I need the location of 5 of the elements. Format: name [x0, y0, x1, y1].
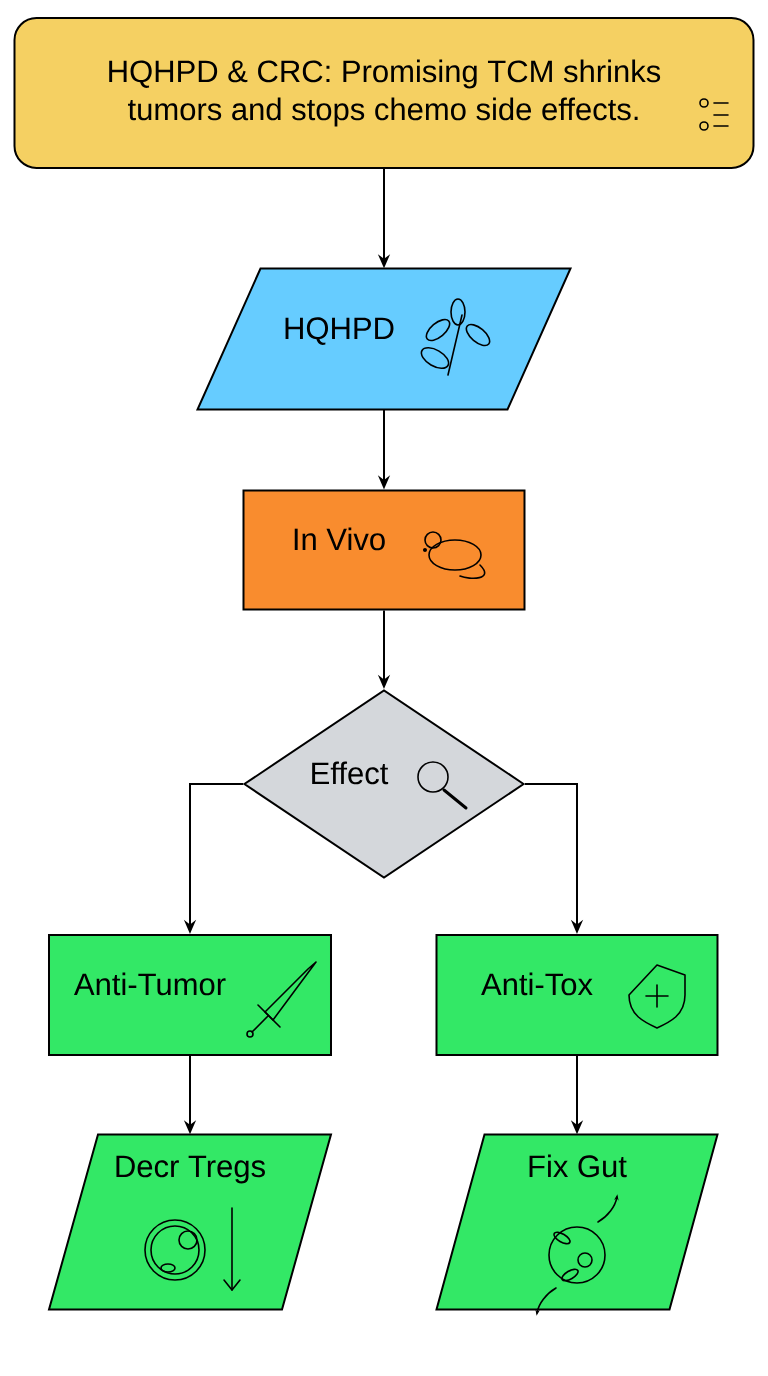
title-box: HQHPD & CRC: Promising TCM shrinks tumors and stops chemo side effects. — [13, 17, 755, 169]
process-box: Anti-Tumor — [48, 934, 332, 1056]
process-box: In Vivo — [242, 489, 526, 611]
output-parallelogram: Fix Gut — [435, 1133, 719, 1311]
process-box: Anti-Tox — [435, 934, 719, 1056]
